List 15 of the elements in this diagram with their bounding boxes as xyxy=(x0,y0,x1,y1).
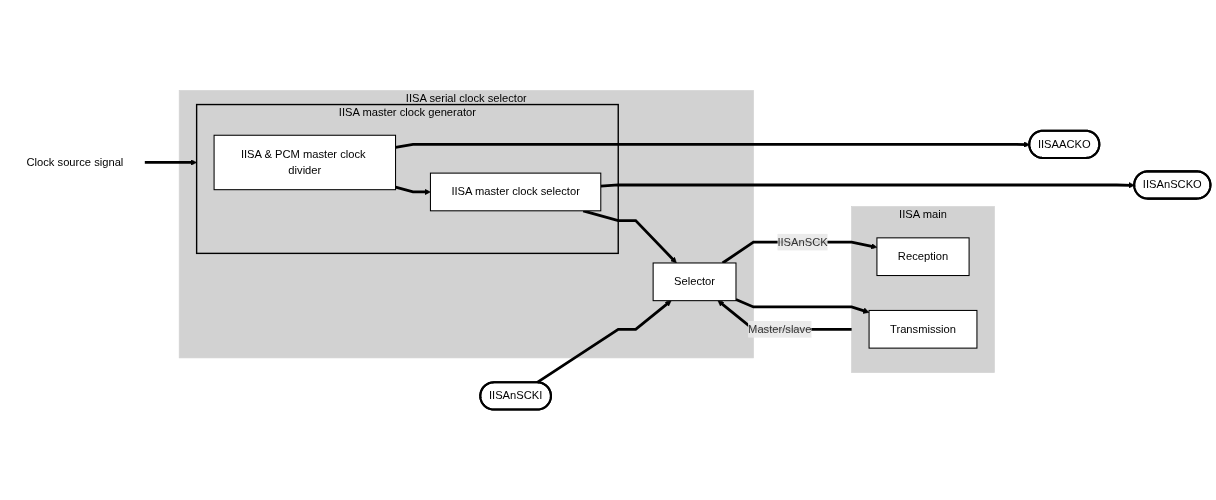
node-box: IISA master clock selector xyxy=(429,172,602,212)
node-text: Clock source signal xyxy=(26,156,124,168)
edge-label: IISAnSCK xyxy=(777,235,828,248)
arrow xyxy=(582,209,677,264)
arrow xyxy=(536,300,672,384)
node-box: Transmission xyxy=(868,309,978,349)
edge-label: Master/slave xyxy=(748,322,812,335)
node-box: IISA & PCM master clock divider xyxy=(213,134,397,191)
node-box: Reception xyxy=(876,237,970,276)
arrow xyxy=(600,182,1135,189)
arrow xyxy=(144,159,197,166)
arrow xyxy=(395,141,1030,149)
node-box: Selector xyxy=(652,262,737,302)
arrow xyxy=(395,185,431,195)
arrow xyxy=(735,298,870,314)
